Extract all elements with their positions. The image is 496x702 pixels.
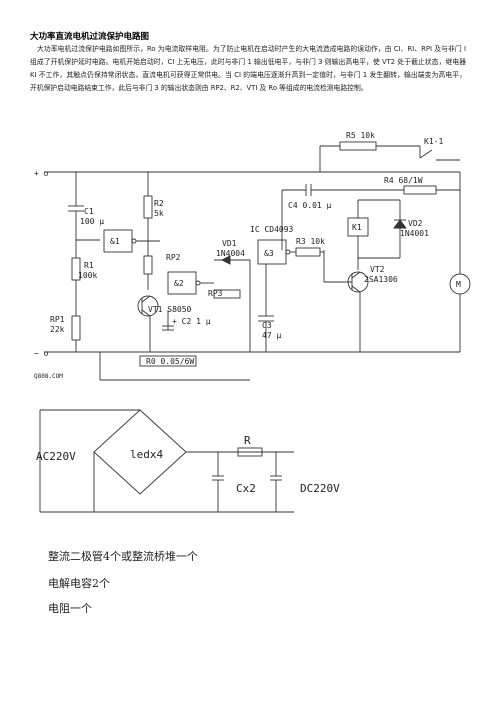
- label-bridge: ledx4: [130, 448, 163, 461]
- label-dc220v: DC220V: [300, 482, 340, 495]
- label-C4: C4 0.01 μ: [288, 201, 332, 210]
- label-K1: K1: [352, 223, 362, 232]
- label-cap: Cx2: [236, 482, 256, 495]
- label-R: R: [244, 434, 251, 447]
- label-VD2-value: 1N4001: [400, 229, 429, 238]
- label-gate1: &1: [110, 237, 120, 246]
- label-R4: R4 68/1W: [384, 176, 423, 185]
- label-RP2: RP2: [166, 253, 181, 262]
- description-paragraph: 大功率电机过流保护电路如图所示，Ro 为电流取样电阻。为了防止电机在启动时产生的…: [30, 45, 466, 92]
- label-R1: R1: [84, 261, 94, 270]
- label-C2: + C2 1 μ: [172, 317, 211, 326]
- label-C1: C1: [84, 207, 94, 216]
- label-gate3: &3: [264, 249, 274, 258]
- label-R5: R5 10k: [346, 131, 375, 140]
- label-K11: K1-1: [424, 137, 443, 146]
- label-motor: M: [456, 280, 461, 289]
- label-RP1: RP1: [50, 315, 65, 324]
- label-VD2: VD2: [408, 219, 423, 228]
- page-title: 大功率直流电机过流保护电路图: [30, 32, 150, 42]
- label-IC: IC CD4093: [250, 225, 294, 234]
- label-VT2-value: 2SA1306: [364, 275, 398, 284]
- label-C3: C3: [262, 321, 272, 330]
- label-ac220v: AC220V: [36, 450, 76, 463]
- label-plus: + o: [34, 169, 49, 178]
- label-minus: − o: [34, 349, 49, 358]
- label-RP1-value: 22k: [50, 325, 65, 334]
- label-C3-value: 47 μ: [262, 331, 281, 340]
- label-VD1-value: 1N4004: [216, 249, 245, 258]
- label-R2: R2: [154, 199, 164, 208]
- watermark: Q808.COM: [34, 373, 63, 380]
- parts-list-item: 电解电容2个: [48, 577, 110, 590]
- label-R1-value: 100k: [78, 271, 97, 280]
- label-VT1: VT1 S8050: [148, 305, 192, 314]
- label-R3: R3 10k: [296, 237, 325, 246]
- parts-list-item: 整流二极管4个或整流桥堆一个: [48, 550, 198, 563]
- label-C1-value: 100 μ: [80, 217, 104, 226]
- label-VT2: VT2: [370, 265, 385, 274]
- parts-list-item: 电阻一个: [48, 602, 92, 615]
- label-R2-value: 5k: [154, 209, 164, 218]
- label-VD1: VD1: [222, 239, 237, 248]
- label-gate2: &2: [174, 279, 184, 288]
- label-RP3: RP3: [208, 289, 223, 298]
- label-R0: R0 0.05/6W: [146, 357, 194, 366]
